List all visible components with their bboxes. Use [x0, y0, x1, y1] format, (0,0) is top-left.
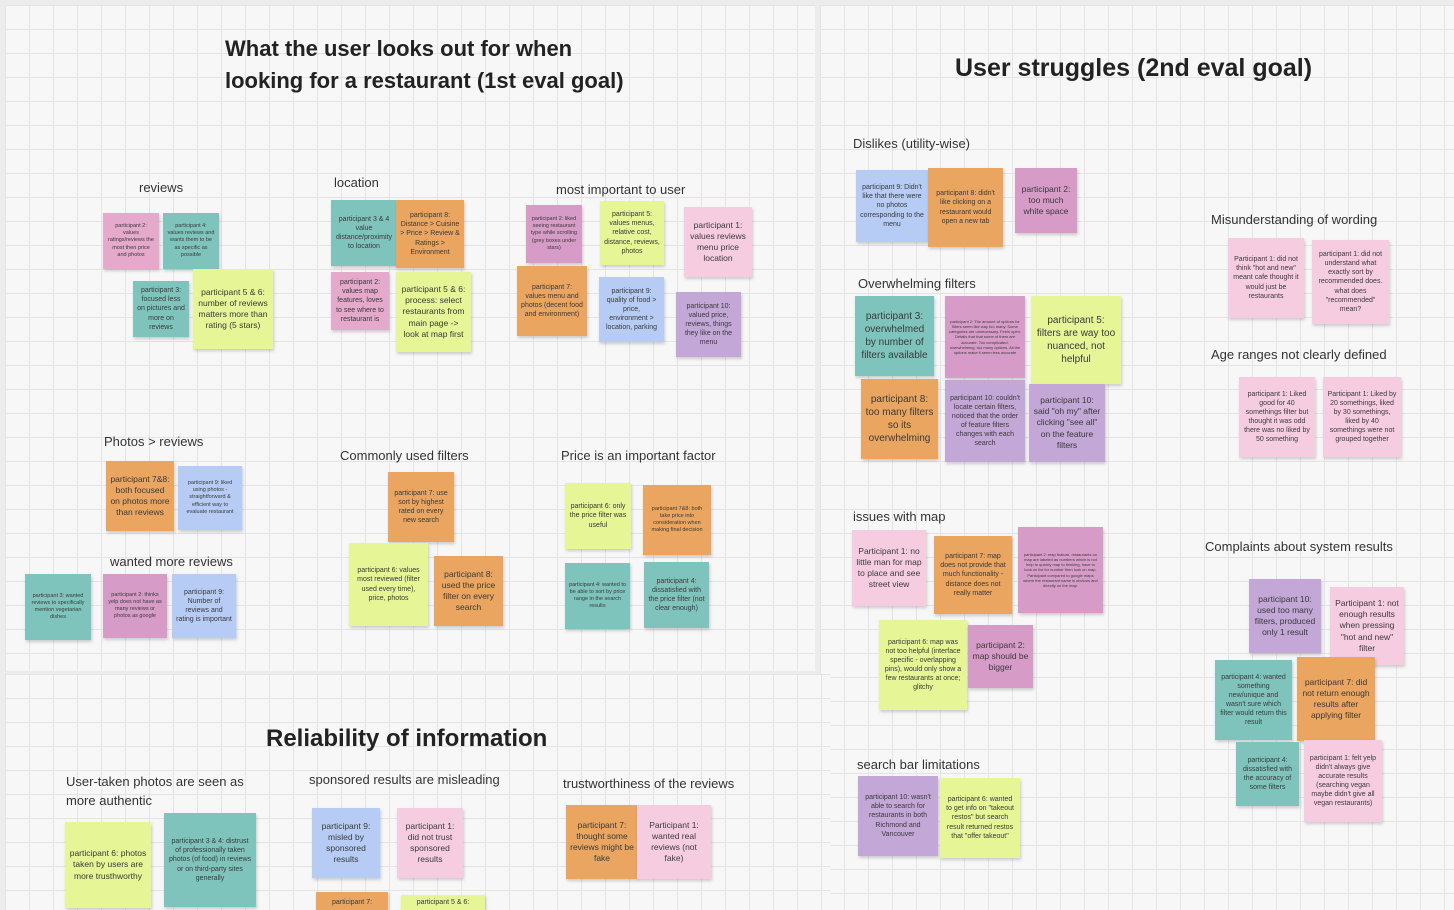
sticky-note[interactable]: participant 3: wanted reviews to specifi…: [25, 574, 91, 640]
sticky-note[interactable]: participant 7: values menu and photos (d…: [517, 266, 587, 336]
sticky-note[interactable]: participant 8: used the price filter on …: [434, 556, 503, 626]
label-reviews: reviews: [139, 180, 184, 195]
sticky-note[interactable]: participant 4: wanted to be able to sort…: [565, 563, 630, 629]
sticky-note[interactable]: participant 7&8: both focused on photos …: [106, 461, 174, 531]
label-sponsored: sponsored results are misleading: [309, 772, 500, 787]
label-dislikes: Dislikes (utility-wise): [853, 136, 971, 151]
label-wanted-reviews: wanted more reviews: [110, 554, 233, 569]
label-age-ranges: Age ranges not clearly defined: [1211, 347, 1387, 362]
label-wording: Misunderstanding of wording: [1211, 212, 1378, 227]
sticky-note[interactable]: participant 7: did not return enough res…: [1297, 657, 1375, 741]
sticky-note[interactable]: participant 10: said "oh my" after click…: [1029, 384, 1105, 462]
label-map-issues: issues with map: [853, 509, 946, 524]
sticky-note[interactable]: participant 4: dissatisfied with the acc…: [1236, 742, 1299, 806]
sticky-note[interactable]: participant 4: dissatisfied with the pri…: [644, 562, 709, 628]
eval1-title-line1: What the user looks out for when: [225, 36, 573, 61]
sticky-note[interactable]: participant 2: liked seeing restaurant t…: [526, 205, 582, 263]
sticky-note[interactable]: participant 8: Distance > Cuisine > Pric…: [396, 200, 464, 268]
sticky-note[interactable]: participant 8: didn't like clicking on a…: [928, 168, 1003, 247]
sticky-note[interactable]: participant 7: map does not provide that…: [934, 536, 1012, 614]
label-overwhelming: Overwhelming filters: [858, 276, 976, 291]
label-most-important: most important to user: [556, 182, 686, 197]
label-complaints: Complaints about system results: [1205, 539, 1393, 554]
sticky-note[interactable]: participant 3 & 4 value distance/proximi…: [331, 200, 397, 266]
eval2-title: User struggles (2nd eval goal): [955, 54, 1313, 82]
sticky-note[interactable]: participant 5 & 6:: [401, 895, 485, 910]
sticky-note[interactable]: participant 9: liked using photos - stra…: [178, 466, 242, 530]
sticky-note[interactable]: participant 2: values ratings/reviews th…: [103, 213, 159, 269]
sticky-note[interactable]: participant 1: felt yelp didn't always g…: [1304, 740, 1382, 822]
sticky-note[interactable]: participant 2: values map features, love…: [331, 272, 389, 330]
sticky-note[interactable]: Participant 1: wanted real reviews (not …: [637, 805, 711, 879]
sticky-note[interactable]: participant 2: too much white space: [1015, 168, 1077, 233]
sticky-note[interactable]: participant 3: focused less on pictures …: [133, 281, 189, 337]
sticky-note[interactable]: participant 3 & 4: distrust of professio…: [164, 813, 256, 907]
label-search-limits: search bar limitations: [857, 757, 980, 772]
sticky-note[interactable]: participant 1: values reviews menu price…: [684, 207, 752, 277]
sticky-note[interactable]: participant 9: Didn't like that there we…: [856, 170, 928, 242]
sticky-note[interactable]: participant 1: did not understand what e…: [1312, 240, 1389, 324]
sticky-note[interactable]: participant 9: Number of reviews and rat…: [172, 574, 236, 638]
sticky-note[interactable]: participant 3: overwhelmed by number of …: [855, 296, 934, 376]
sticky-note[interactable]: participant 9: misled by sponsored resul…: [312, 808, 380, 878]
sticky-note[interactable]: participant 6: wanted to get info on "ta…: [940, 778, 1020, 858]
reliability-title: Reliability of information: [266, 725, 548, 752]
sticky-note[interactable]: participant 10: used too many filters, p…: [1249, 579, 1321, 653]
sticky-note[interactable]: participant 4: values reviews and wants …: [163, 213, 219, 269]
eval1-title: What the user looks out for when looking…: [225, 33, 624, 97]
label-trust: trustworthiness of the reviews: [563, 776, 735, 791]
sticky-note[interactable]: Participant 1: no little man for map to …: [852, 530, 926, 606]
sticky-note[interactable]: participant 6: map was not too helpful (…: [879, 620, 967, 710]
label-location: location: [334, 175, 379, 190]
sticky-note[interactable]: participant 5 & 6: number of reviews mat…: [193, 269, 273, 349]
sticky-note[interactable]: participant 1: did not trust sponsored r…: [397, 808, 463, 878]
sticky-note[interactable]: participant 7:: [316, 892, 388, 910]
sticky-note[interactable]: Participant 1: did not think "hot and ne…: [1228, 238, 1304, 318]
sticky-note[interactable]: participant 6: only the price filter was…: [565, 483, 631, 549]
photos-authentic-line1: User-taken photos are seen as: [66, 774, 244, 789]
eval1-title-line2: looking for a restaurant (1st eval goal): [225, 68, 624, 93]
sticky-note[interactable]: participant 2: map should be bigger: [968, 625, 1033, 688]
sticky-note[interactable]: participant 8: too many filters so its o…: [861, 379, 938, 459]
sticky-note[interactable]: Participant 1: not enough results when p…: [1330, 587, 1404, 665]
label-common-filters: Commonly used filters: [340, 448, 469, 463]
label-price-factor: Price is an important factor: [561, 448, 716, 463]
sticky-note[interactable]: participant 5: filters are way too nuanc…: [1031, 296, 1121, 384]
sticky-note[interactable]: Participant 1: Liked by 20 somethings, l…: [1323, 377, 1401, 457]
sticky-note[interactable]: participant 5: values menus, relative co…: [600, 201, 664, 265]
sticky-note[interactable]: participant 4: wanted something new/uniq…: [1215, 660, 1292, 740]
sticky-note[interactable]: participant 7: thought some reviews migh…: [566, 805, 638, 879]
sticky-note[interactable]: participant 1: Liked good for 40 somethi…: [1239, 377, 1315, 457]
sticky-note[interactable]: participant 10: wasn't able to search fo…: [858, 776, 938, 856]
sticky-note[interactable]: participant 5 & 6: process: select resta…: [396, 272, 471, 352]
label-photos-reviews: Photos > reviews: [104, 434, 204, 449]
sticky-note[interactable]: participant 2: The amount of options for…: [945, 296, 1025, 378]
sticky-note[interactable]: participant 7: use sort by highest rated…: [388, 472, 454, 542]
sticky-note[interactable]: participant 6: photos taken by users are…: [65, 822, 151, 908]
sticky-note[interactable]: participant 7&8: both take price into co…: [643, 485, 711, 555]
photos-authentic-line2: more authentic: [66, 793, 152, 808]
sticky-note[interactable]: participant 2: map feature, restaurants …: [1018, 527, 1103, 613]
label-photos-authentic: User-taken photos are seen as more authe…: [66, 772, 244, 810]
sticky-note[interactable]: participant 10: valued price, reviews, t…: [676, 292, 741, 357]
sticky-note[interactable]: participant 10: couldn't locate certain …: [945, 380, 1025, 462]
sticky-note[interactable]: participant 6: values most reviewed (fil…: [349, 543, 428, 626]
sticky-note[interactable]: participant 2: thinks yelp does not have…: [103, 574, 167, 638]
sticky-note[interactable]: participant 9: quality of food > price, …: [599, 277, 664, 342]
